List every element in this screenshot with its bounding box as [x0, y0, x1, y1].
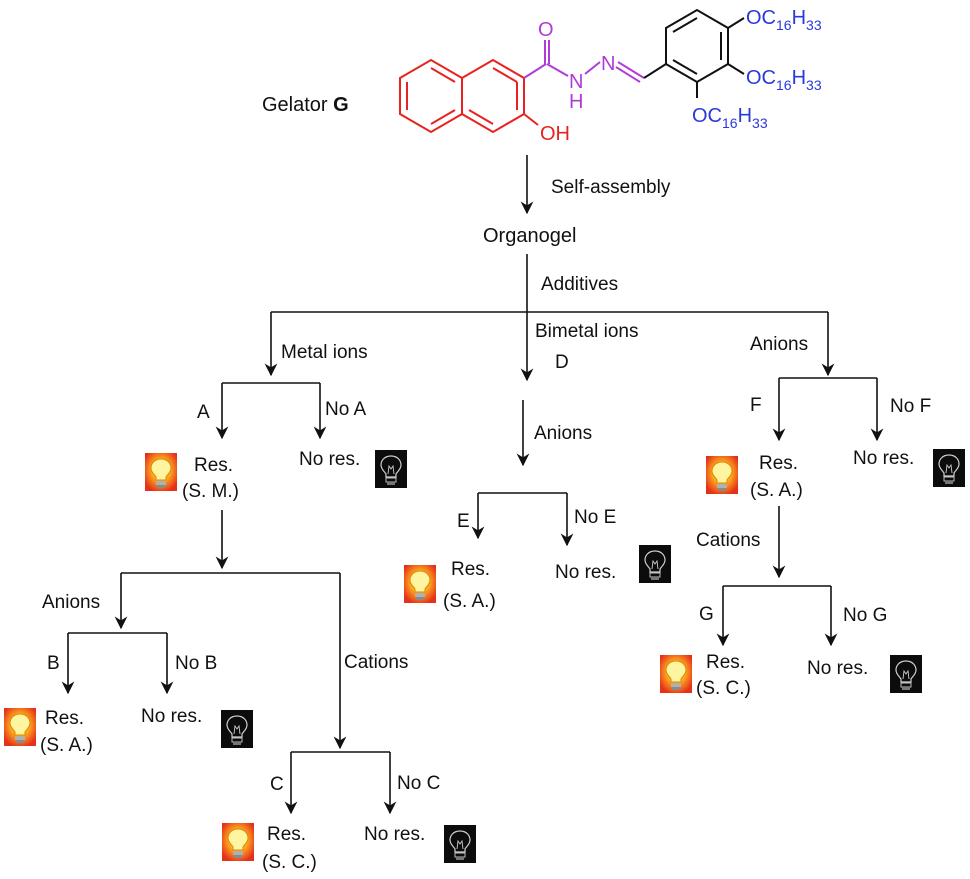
- no-res-b: No res.: [141, 706, 202, 727]
- alkoxy-1-label: OC16H33: [746, 7, 822, 33]
- nh-n-label: N: [569, 71, 583, 93]
- self-assembly-label: Self-assembly: [551, 177, 671, 198]
- gelator-label: Gelator G: [262, 94, 349, 116]
- bulb-lit-icon: [659, 654, 693, 694]
- sc-g: (S. C.): [696, 678, 751, 699]
- alkoxy-2-label: OC16H33: [746, 67, 822, 93]
- sa-f: (S. A.): [750, 480, 803, 501]
- no-res-g: No res.: [807, 658, 868, 679]
- bulb-off-icon: [220, 709, 254, 749]
- cations-left-label: Cations: [344, 652, 408, 673]
- bulb-off-icon: [889, 654, 923, 694]
- alkoxy-3-label: OC16H33: [692, 105, 768, 131]
- sc-c: (S. C.): [262, 852, 317, 873]
- no-res-e: No res.: [555, 562, 616, 583]
- node-f: F: [750, 395, 762, 416]
- bulb-off-icon: [932, 448, 966, 488]
- node-no-g: No G: [843, 605, 887, 626]
- d-label: D: [555, 352, 569, 373]
- res-b: Res.: [45, 708, 84, 729]
- res-c: Res.: [267, 824, 306, 845]
- node-no-f: No F: [890, 396, 931, 417]
- node-c: C: [270, 774, 284, 795]
- anions-right-label: Anions: [750, 334, 808, 355]
- sm-label: (S. M.): [182, 481, 239, 502]
- anions-mid-label: Anions: [534, 423, 592, 444]
- sa-e: (S. A.): [443, 591, 496, 612]
- node-g: G: [699, 604, 714, 625]
- bimetal-ions-label: Bimetal ions: [535, 321, 639, 342]
- bulb-lit-icon: [403, 564, 437, 604]
- cations-right-label: Cations: [696, 530, 760, 551]
- node-no-b: No B: [175, 653, 217, 674]
- node-no-e: No E: [574, 507, 616, 528]
- node-no-c: No C: [397, 773, 440, 794]
- node-e: E: [457, 511, 470, 532]
- node-no-a: No A: [325, 399, 367, 420]
- bulb-lit-icon: [144, 452, 178, 492]
- naphthol-unit: [399, 58, 539, 134]
- node-b: B: [47, 653, 60, 674]
- oh-label: OH: [540, 123, 570, 145]
- no-res-f: No res.: [853, 448, 914, 469]
- bulb-lit-icon: [3, 707, 37, 747]
- res-g: Res.: [706, 652, 745, 673]
- bulb-off-icon: [374, 449, 408, 489]
- res-e: Res.: [451, 559, 490, 580]
- carbonyl-o-label: O: [538, 19, 554, 41]
- sa-b: (S. A.): [40, 735, 93, 756]
- anions-left-label: Anions: [42, 592, 100, 613]
- node-a: A: [197, 402, 210, 423]
- organogel-label: Organogel: [483, 225, 576, 247]
- metal-ions-label: Metal ions: [281, 342, 368, 363]
- bulb-lit-icon: [705, 455, 739, 495]
- imine-n-label: N: [601, 53, 615, 75]
- res-a: Res.: [194, 455, 233, 476]
- bulb-off-icon: [638, 544, 672, 584]
- additives-label: Additives: [541, 274, 618, 295]
- nh-h-label: H: [569, 91, 583, 113]
- bulb-lit-icon: [221, 822, 255, 862]
- no-res-c: No res.: [364, 824, 425, 845]
- no-res-a: No res.: [299, 449, 360, 470]
- gelator-molecule: OH O N H N OC16H33 OC16H33 OC1: [399, 7, 822, 145]
- bulb-off-icon: [443, 824, 477, 864]
- res-f: Res.: [759, 453, 798, 474]
